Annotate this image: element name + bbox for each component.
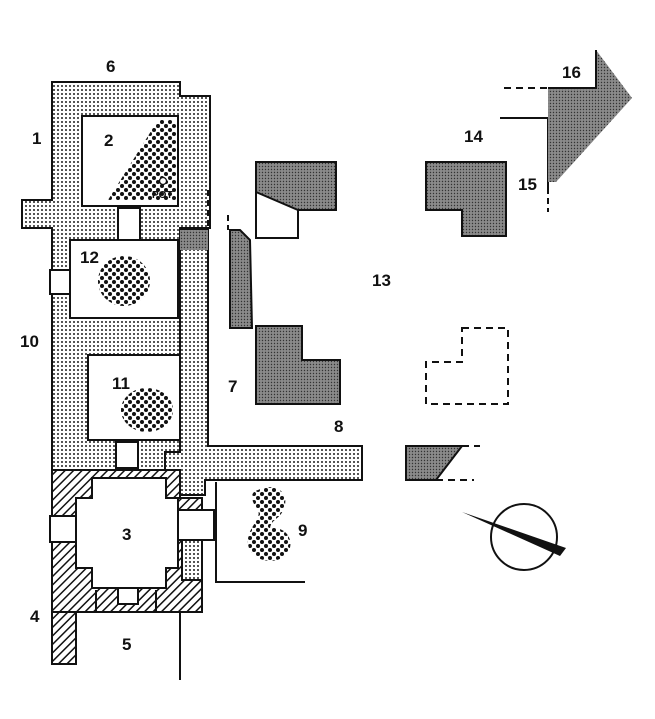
passage-west-3: [49, 515, 77, 543]
label-5: 5: [122, 635, 131, 654]
corridor-8: [164, 229, 363, 496]
label-13: 13: [372, 271, 391, 290]
structure-ne-block: [425, 161, 507, 237]
label-15: 15: [518, 175, 537, 194]
passage-2-12: [117, 207, 141, 241]
label-8: 8: [334, 417, 343, 436]
passage-11-3: [115, 441, 139, 469]
compass-needle-icon: [462, 503, 566, 571]
room-11-scatter: [121, 388, 173, 432]
label-14: 14: [464, 127, 483, 146]
wall-16: [548, 50, 632, 182]
structure-ne-dash: [425, 162, 506, 237]
label-2: 2: [104, 131, 113, 150]
passage-south-3: [117, 587, 139, 605]
side-strip-3: [181, 539, 203, 581]
passage-west-12: [49, 269, 71, 295]
structure-small-dash: [436, 445, 480, 481]
label-6: 6: [106, 57, 115, 76]
label-9: 9: [298, 521, 307, 540]
structure-dashed-outline: [425, 327, 509, 405]
circle-icon: [158, 176, 168, 186]
structure-7-block: [255, 325, 341, 405]
room-9-group: [215, 482, 305, 583]
structure-nw-solid: [255, 161, 337, 211]
wall-4: [51, 611, 77, 665]
label-11: 11: [112, 374, 130, 393]
room-9-wall: [215, 482, 305, 583]
label-7: 7: [228, 377, 237, 396]
label-3: 3: [122, 525, 131, 544]
wall-16-outline: [548, 50, 597, 89]
structure-small-block: [405, 445, 465, 481]
east-structures: [405, 50, 632, 481]
label-10: 10: [20, 332, 39, 351]
south-building: [49, 469, 215, 680]
label-4: 4: [30, 607, 40, 626]
room-3: [75, 477, 179, 589]
area-7: [207, 161, 341, 405]
passage-east-3: [177, 509, 215, 541]
structure-nw-outline: [255, 192, 299, 239]
label-12: 12: [80, 248, 99, 267]
labels: 1 2 POT 3 4 5 6 7 8 9 10 11 12 13 14 15 …: [20, 57, 581, 654]
corridor-8-shape: [164, 229, 363, 496]
room-9-scatter: [247, 487, 291, 561]
label-pot: POT: [152, 190, 173, 201]
label-1: 1: [32, 129, 41, 148]
structure-7-strip: [229, 229, 254, 329]
corridor-7-wall: [180, 230, 208, 250]
room-12-scatter: [98, 256, 150, 306]
label-16: 16: [562, 63, 581, 82]
